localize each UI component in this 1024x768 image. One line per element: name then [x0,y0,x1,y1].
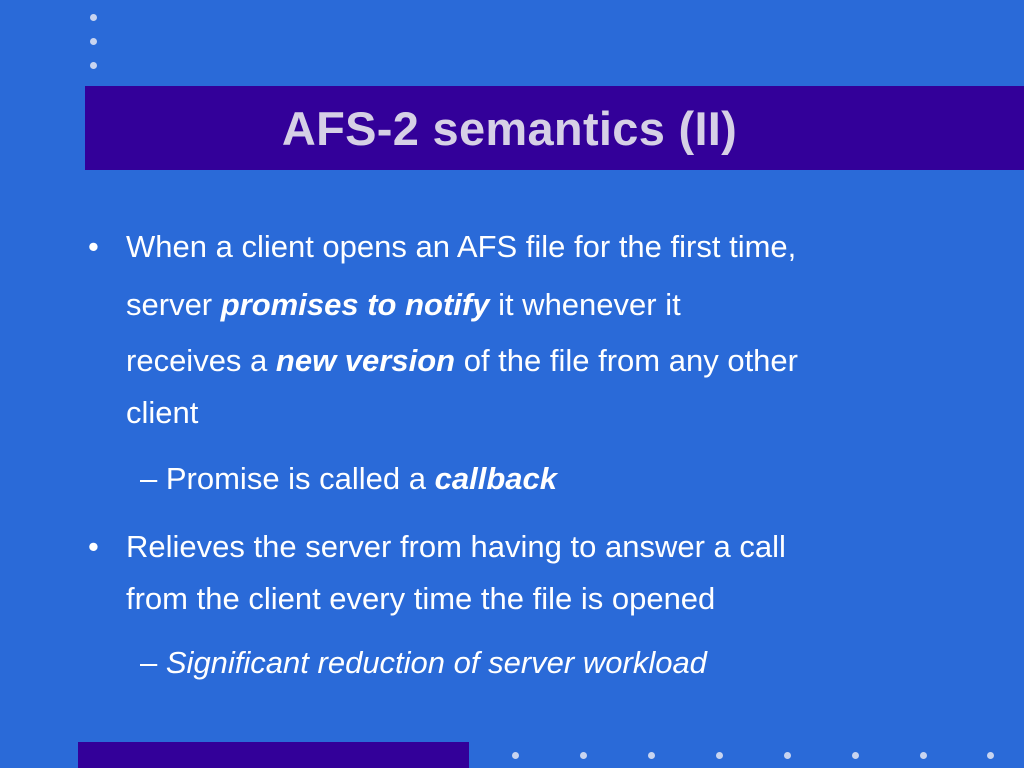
bullet-2-subpoint: – Significant reduction of server worklo… [140,636,707,690]
italic-text: Significant reduction of server workload [165,645,707,680]
decorative-dot [90,14,97,21]
text-run: When a client opens an AFS file for the … [126,229,797,264]
bullet-1-line-3: receives a new version of the file from … [126,334,798,388]
decorative-dot [784,752,791,759]
slide-title: AFS-2 semantics (II) [281,101,738,155]
text-run: of the file from any other [455,343,798,378]
decorative-dot [648,752,655,759]
decorative-dot [987,752,994,759]
decorative-dot [920,752,927,759]
text-run [157,645,166,680]
decorative-dot [90,38,97,45]
text-run: it whenever it [489,287,681,322]
emphasis-text: callback [434,461,558,496]
bullet-1-subpoint: – Promise is called a callback [140,452,557,506]
bullet-1-line-2: server promises to notify it whenever it [126,278,681,332]
top-decorative-dots [88,10,100,76]
decorative-dot [580,752,587,759]
emphasis-text: new version [275,343,456,378]
bottom-decorative-dots [500,752,1000,762]
bullet-2-line-1: Relieves the server from having to answe… [126,520,786,574]
emphasis-text: promises to notify [220,287,490,322]
text-run: Promise is called a [157,461,435,496]
bullet-1-line-4: client [126,386,198,440]
text-run: server [126,287,221,322]
text-run: Relieves the server from having to answe… [126,529,786,564]
dash-marker: – [140,645,158,680]
text-run: from the client every time the file is o… [126,581,716,616]
decorative-dot [90,62,97,69]
bullet-marker: • [88,229,99,264]
bullet-2-line-2: from the client every time the file is o… [126,572,715,626]
title-band [85,86,1024,170]
dash-marker: – [140,461,158,496]
decorative-dot [512,752,519,759]
text-run: client [126,395,199,430]
bottom-band [78,742,469,768]
text-run: receives a [126,343,276,378]
decorative-dot [852,752,859,759]
decorative-dot [716,752,723,759]
bullet-1-line-1: When a client opens an AFS file for the … [126,220,796,274]
bullet-marker: • [88,529,99,564]
